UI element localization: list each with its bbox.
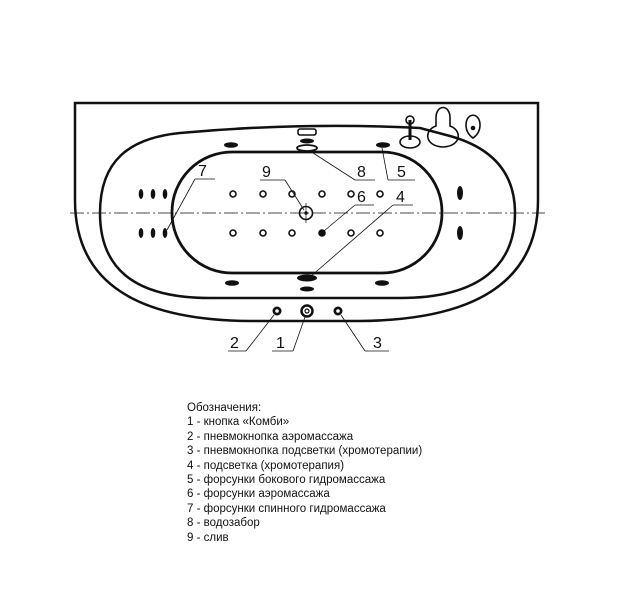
- legend-item: 9 - слив: [187, 531, 229, 544]
- callout-6: 6: [357, 189, 366, 206]
- rim-contour: [98, 124, 517, 300]
- leader-lines: [166, 147, 415, 352]
- callout-2: 2: [230, 335, 239, 352]
- basin-contour: [170, 150, 444, 275]
- legend-item: 7 - форсунки спинного гидромассажа: [187, 502, 386, 515]
- legend-item: 4 - подсветка (хромотерапия): [187, 459, 345, 472]
- faucet: [399, 106, 481, 149]
- legend-item: 1 - кнопка «Комби»: [187, 416, 290, 429]
- chromotherapy-light: [297, 274, 317, 292]
- air-jets: [229, 190, 384, 237]
- outer-contour: [73, 101, 540, 323]
- drain: [298, 203, 314, 223]
- callout-4: 4: [396, 189, 405, 206]
- callout-9: 9: [262, 164, 271, 181]
- callout-5: 5: [397, 164, 406, 181]
- legend-item: 6 - форсунки аэромассажа: [187, 488, 330, 501]
- callout-1: 1: [276, 335, 285, 352]
- callout-8: 8: [357, 164, 366, 181]
- legend-title: Обозначения:: [187, 402, 262, 414]
- legend: Обозначения: 1 - кнопка «Комби» 2 - пнев…: [187, 401, 422, 545]
- legend-item: 5 - форсунки бокового гидромассажа: [187, 474, 386, 487]
- legend-item: 3 - пневмокнопка подсветки (хромотерапии…: [187, 445, 423, 458]
- callout-3: 3: [373, 335, 382, 352]
- control-buttons: [272, 304, 343, 318]
- legend-item: 2 - пневмокнопка аэромассажа: [187, 430, 354, 443]
- water-intake: [296, 128, 318, 152]
- callout-7: 7: [198, 163, 207, 180]
- side-jets: [224, 142, 463, 286]
- legend-item: 8 - водозабор: [187, 517, 260, 530]
- back-jets: [138, 189, 168, 238]
